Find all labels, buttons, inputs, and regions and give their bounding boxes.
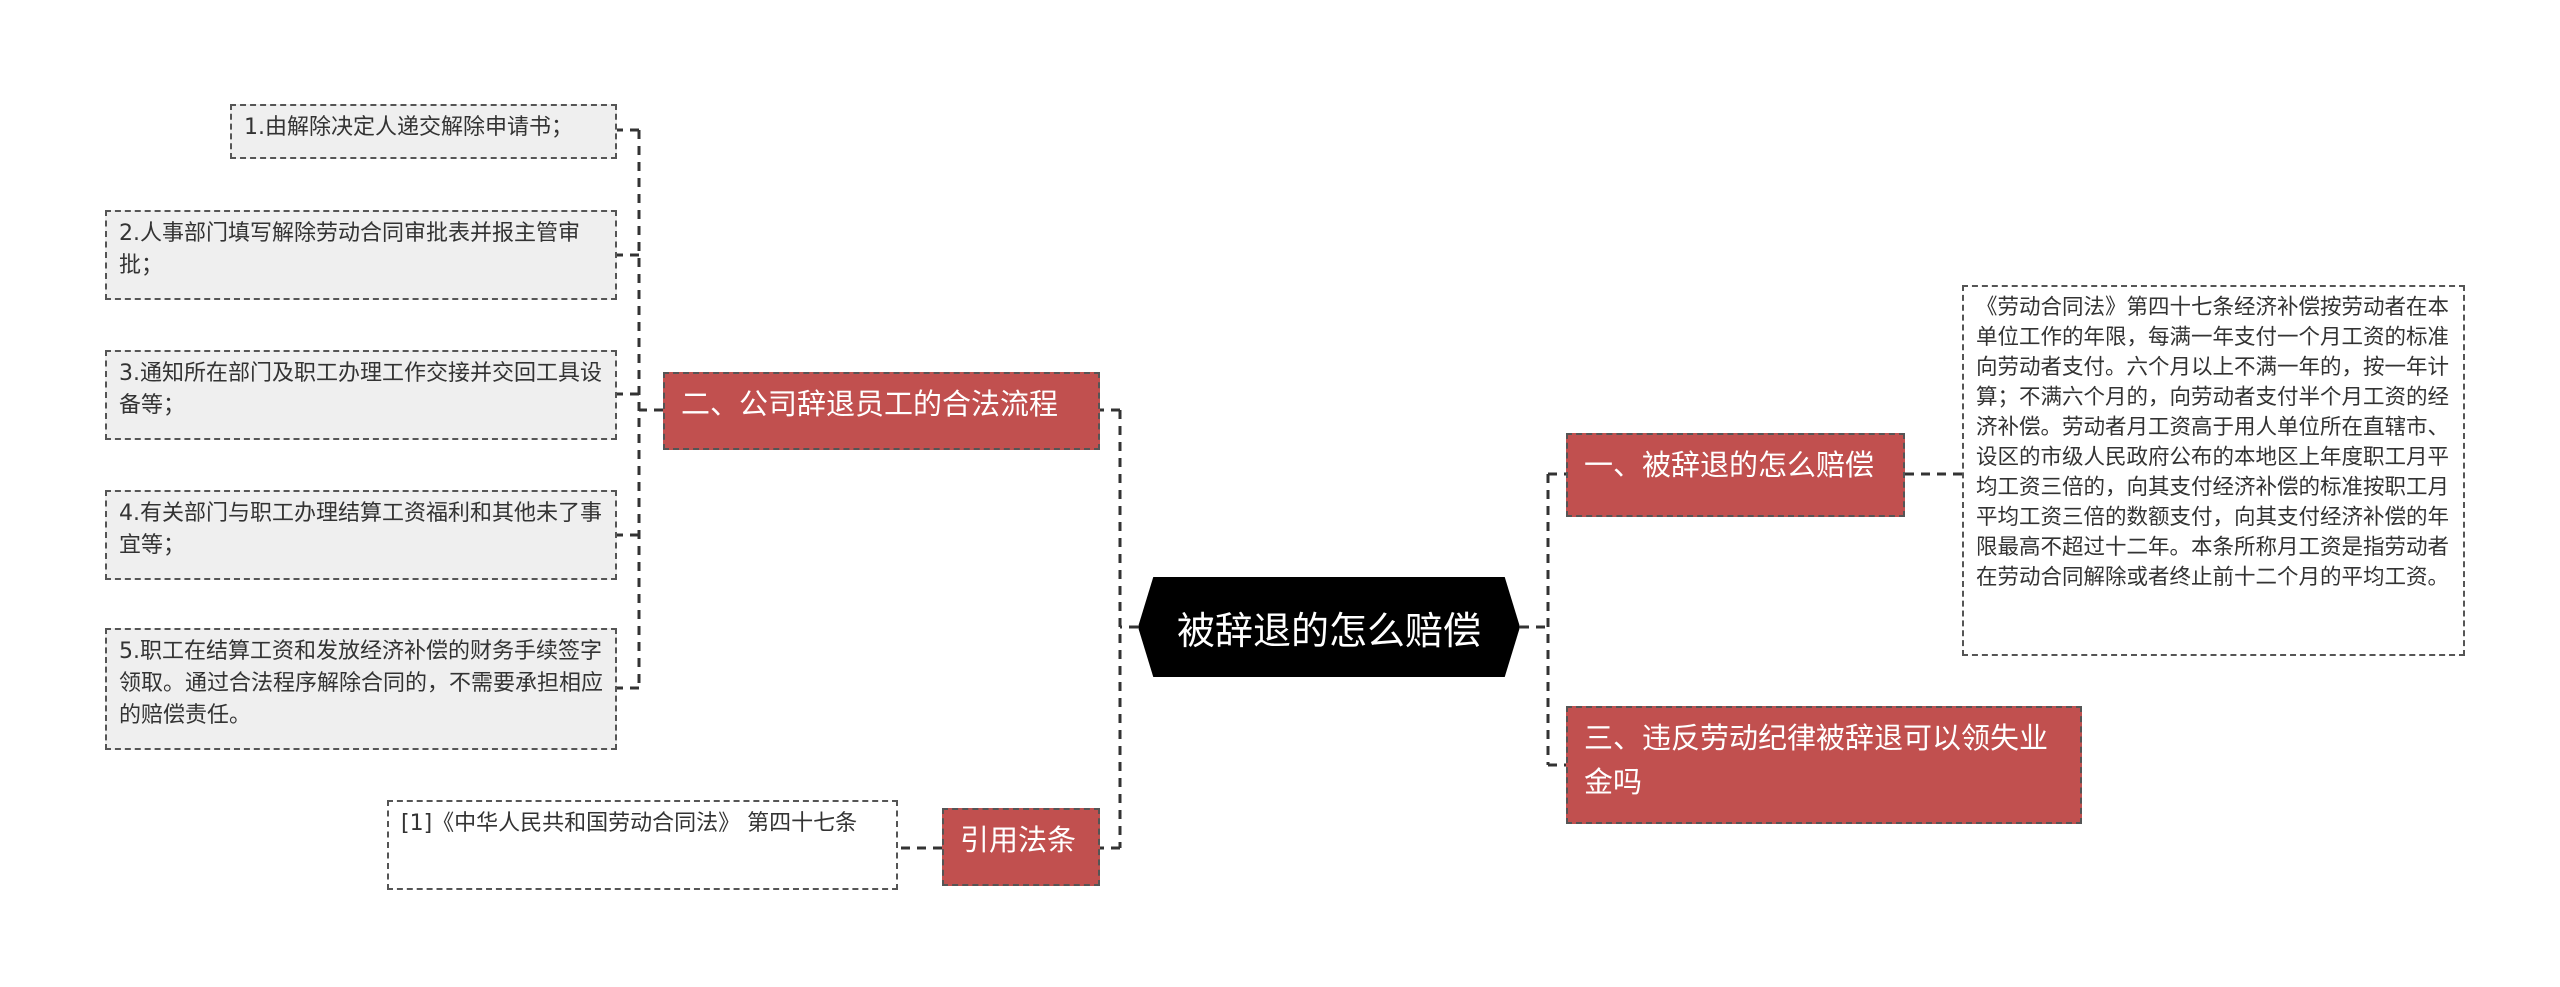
branch-cited-law-title: 引用法条: [960, 823, 1077, 857]
branch-unemployment-benefit[interactable]: 三、违反劳动纪律被辞退可以领失业金吗: [1566, 706, 2082, 824]
leaf-step-2[interactable]: 2.人事部门填写解除劳动合同审批表并报主管审批；: [105, 210, 617, 300]
leaf-step-5[interactable]: 5.职工在结算工资和发放经济补偿的财务手续签字领取。通过合法程序解除合同的，不需…: [105, 628, 617, 750]
leaf-step-3[interactable]: 3.通知所在部门及职工办理工作交接并交回工具设备等；: [105, 350, 617, 440]
root-title: 被辞退的怎么赔偿: [1176, 608, 1481, 653]
leaf-article-47[interactable]: 《劳动合同法》第四十七条经济补偿按劳动者在本单位工作的年限，每满一年支付一个月工…: [1962, 285, 2465, 656]
branch-legal-procedure[interactable]: 二、公司辞退员工的合法流程: [663, 372, 1100, 450]
root-node[interactable]: 被辞退的怎么赔偿: [1138, 577, 1520, 677]
leaf-step-4-text: 4.有关部门与职工办理结算工资福利和其他未了事宜等；: [119, 501, 602, 558]
leaf-step-3-text: 3.通知所在部门及职工办理工作交接并交回工具设备等；: [119, 361, 602, 418]
leaf-step-1-text: 1.由解除决定人递交解除申请书；: [244, 115, 573, 140]
branch-compensation-title: 一、被辞退的怎么赔偿: [1584, 448, 1875, 482]
leaf-step-2-text: 2.人事部门填写解除劳动合同审批表并报主管审批；: [119, 221, 580, 278]
leaf-step-5-text: 5.职工在结算工资和发放经济补偿的财务手续签字领取。通过合法程序解除合同的，不需…: [119, 639, 604, 728]
branch-unemployment-benefit-title: 三、违反劳动纪律被辞退可以领失业金吗: [1584, 721, 2049, 799]
branch-cited-law[interactable]: 引用法条: [942, 808, 1100, 886]
leaf-reference-text: [1]《中华人民共和国劳动合同法》 第四十七条: [401, 811, 858, 836]
leaf-step-1[interactable]: 1.由解除决定人递交解除申请书；: [230, 104, 617, 159]
branch-compensation[interactable]: 一、被辞退的怎么赔偿: [1566, 433, 1905, 517]
leaf-step-4[interactable]: 4.有关部门与职工办理结算工资福利和其他未了事宜等；: [105, 490, 617, 580]
leaf-article-47-text: 《劳动合同法》第四十七条经济补偿按劳动者在本单位工作的年限，每满一年支付一个月工…: [1976, 295, 2450, 590]
branch-legal-procedure-title: 二、公司辞退员工的合法流程: [681, 387, 1059, 421]
leaf-reference[interactable]: [1]《中华人民共和国劳动合同法》 第四十七条: [387, 800, 898, 890]
